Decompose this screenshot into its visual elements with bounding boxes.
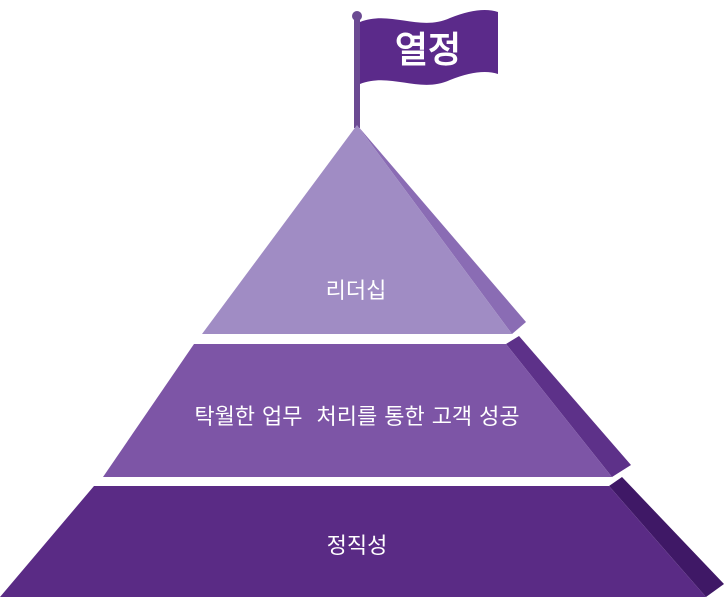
pyramid-middle-side bbox=[506, 336, 631, 477]
pyramid-top-side bbox=[357, 125, 526, 334]
flag-banner bbox=[360, 10, 498, 85]
pyramid-bottom-front bbox=[0, 486, 706, 597]
pyramid-middle-front bbox=[103, 344, 612, 477]
pyramid-bottom-side bbox=[609, 477, 724, 597]
pyramid-level-top-label: 리더십 bbox=[326, 279, 387, 304]
flag-label: 열정 bbox=[395, 29, 461, 71]
flag-pole bbox=[354, 18, 360, 128]
pyramid-top-front bbox=[202, 125, 512, 334]
pyramid-level-middle-label: 탁월한 업무 처리를 통한 고객 성공 bbox=[194, 405, 519, 430]
pyramid-level-bottom-label: 정직성 bbox=[327, 534, 388, 559]
flag-pole-finial bbox=[352, 11, 362, 21]
